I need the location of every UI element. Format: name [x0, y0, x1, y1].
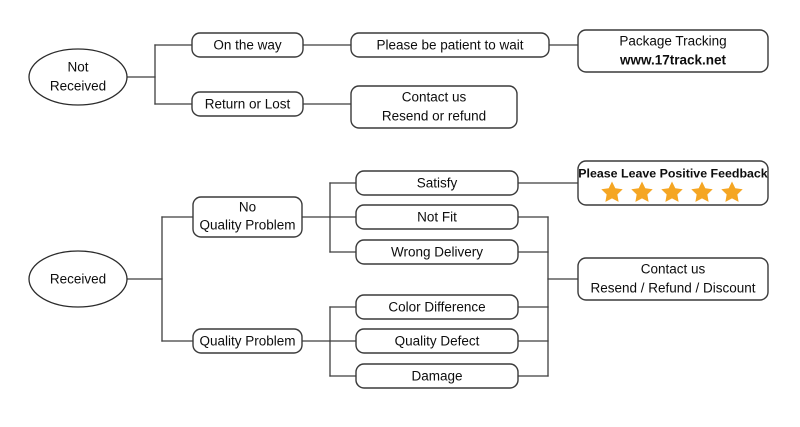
node-color-difference[interactable]: Color Difference — [355, 294, 519, 320]
connectors-not-received — [126, 44, 579, 105]
node-satisfy[interactable]: Satisfy — [355, 170, 519, 196]
contact-us-discount-line-2: Resend / Refund / Discount — [590, 281, 755, 296]
contact-us-discount-line-1: Contact us — [641, 262, 706, 277]
node-no-quality-problem[interactable]: No Quality Problem — [192, 196, 303, 238]
node-on-the-way[interactable]: On the way — [191, 32, 304, 58]
no-quality-problem-line-1: No — [239, 200, 256, 215]
node-positive-feedback[interactable]: Please Leave Positive Feedback — [577, 160, 769, 206]
node-contact-us-resend-refund[interactable]: Contact us Resend or refund — [350, 85, 518, 129]
node-package-tracking[interactable]: Package Tracking www.17track.net — [577, 29, 769, 73]
node-not-fit[interactable]: Not Fit — [355, 204, 519, 230]
damage-box — [355, 363, 519, 389]
not-fit-label: Not Fit — [417, 210, 457, 225]
quality-problem-box — [192, 328, 303, 354]
package-tracking-box — [577, 29, 769, 73]
return-or-lost-box — [191, 91, 304, 117]
please-be-patient-label: Please be patient to wait — [376, 38, 523, 53]
satisfy-box — [355, 170, 519, 196]
connectors-quality-fanout — [301, 306, 357, 377]
node-wrong-delivery[interactable]: Wrong Delivery — [355, 239, 519, 265]
quality-defect-box — [355, 328, 519, 354]
star-icon[interactable] — [721, 181, 743, 202]
node-quality-defect[interactable]: Quality Defect — [355, 328, 519, 354]
wrong-delivery-box — [355, 239, 519, 265]
not-received-line-2: Received — [50, 79, 106, 94]
package-tracking-url[interactable]: www.17track.net — [619, 53, 727, 68]
on-the-way-box — [191, 32, 304, 58]
damage-label: Damage — [411, 369, 462, 384]
quality-problem-label: Quality Problem — [199, 334, 295, 349]
color-difference-box — [355, 294, 519, 320]
return-or-lost-label: Return or Lost — [205, 97, 291, 112]
node-damage[interactable]: Damage — [355, 363, 519, 389]
package-tracking-line-1: Package Tracking — [619, 34, 726, 49]
node-not-received[interactable]: Not Received — [28, 48, 128, 106]
contact-us-resend-refund-box — [350, 85, 518, 129]
contact-us-resend-refund-line-1: Contact us — [402, 90, 467, 105]
quality-defect-label: Quality Defect — [395, 334, 480, 349]
color-difference-label: Color Difference — [388, 300, 485, 315]
contact-us-resend-refund-line-2: Resend or refund — [382, 109, 486, 124]
wrong-delivery-label: Wrong Delivery — [391, 245, 483, 260]
connectors-no-quality-fanout — [301, 182, 357, 253]
received-ellipse — [28, 250, 128, 308]
connectors-options-to-outcomes — [517, 182, 579, 377]
node-quality-problem[interactable]: Quality Problem — [192, 328, 303, 354]
node-contact-us-discount[interactable]: Contact us Resend / Refund / Discount — [577, 257, 769, 301]
positive-feedback-label: Please Leave Positive Feedback — [578, 166, 768, 180]
star-icon[interactable] — [601, 181, 623, 202]
not-received-line-1: Not — [67, 60, 88, 75]
connectors-received-root — [126, 216, 194, 342]
not-fit-box — [355, 204, 519, 230]
node-received[interactable]: Received — [28, 250, 128, 308]
branch-received: Received No Quality Problem Quality Prob… — [28, 160, 769, 389]
star-icon[interactable] — [631, 181, 653, 202]
star-icon[interactable] — [691, 181, 713, 202]
node-please-be-patient[interactable]: Please be patient to wait — [350, 32, 550, 58]
star-icon[interactable] — [661, 181, 683, 202]
no-quality-problem-line-2: Quality Problem — [199, 218, 295, 233]
satisfy-label: Satisfy — [417, 176, 458, 191]
branch-not-received: Not Received On the way Return or Lost P… — [28, 29, 769, 129]
no-quality-problem-box — [192, 196, 303, 238]
please-be-patient-box — [350, 32, 550, 58]
received-label: Received — [50, 272, 106, 287]
positive-feedback-box — [577, 160, 769, 206]
not-received-ellipse — [28, 48, 128, 106]
node-return-or-lost[interactable]: Return or Lost — [191, 91, 304, 117]
contact-us-discount-box — [577, 257, 769, 301]
on-the-way-label: On the way — [213, 38, 282, 53]
star-rating[interactable] — [601, 181, 743, 202]
